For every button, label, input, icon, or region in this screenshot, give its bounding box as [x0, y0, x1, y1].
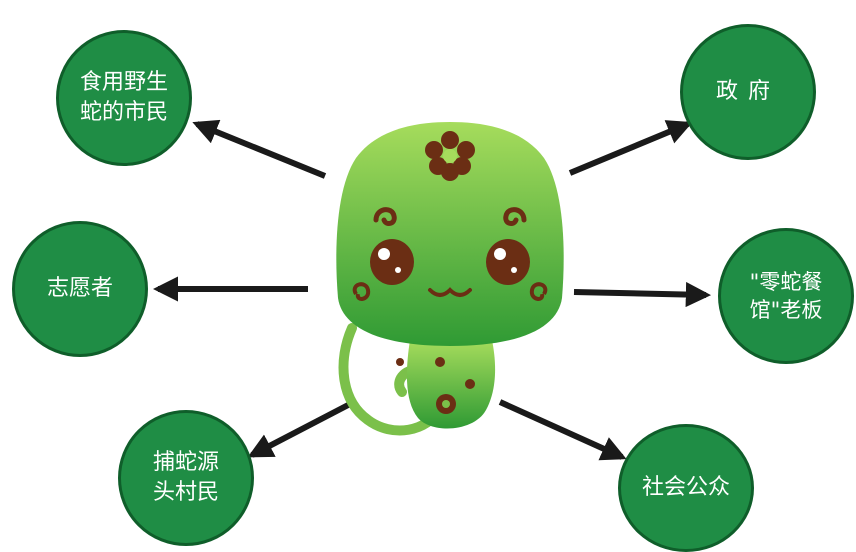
left-cheek-swirl: [352, 282, 371, 301]
node-zhiyuan: 志愿者: [12, 221, 148, 357]
node-laoban: "零蛇餐 馆"老板: [718, 228, 854, 364]
right-brow-swirl: [503, 207, 527, 226]
node-zhengfu: 政府: [680, 24, 816, 160]
flower-icon: [425, 131, 475, 181]
arrow-to-bushe: [247, 400, 354, 458]
node-shiyong: 食用野生 蛇的市民: [56, 30, 192, 166]
node-laoban-label: "零蛇餐 馆"老板: [749, 269, 823, 322]
snake-body: [406, 340, 496, 429]
snake-head: [336, 122, 564, 346]
arrow-to-zhengfu: [568, 120, 693, 176]
node-gongzhong-label: 社会公众: [641, 475, 730, 501]
right-cheek-swirl: [529, 282, 548, 301]
node-shiyong-label: 食用野生 蛇的市民: [79, 70, 168, 125]
body-spots: [396, 357, 475, 414]
arrow-to-laoban: [573, 281, 712, 308]
arrow-to-gongzhong: [498, 399, 627, 461]
node-bushe-label: 捕蛇源 头村民: [152, 450, 219, 505]
left-brow-swirl: [373, 207, 397, 226]
left-eye: [370, 239, 414, 285]
node-bushe: 捕蛇源 头村民: [118, 410, 254, 546]
node-gongzhong: 社会公众: [618, 424, 754, 552]
snake-mascot: [336, 122, 564, 436]
arrow-to-shiyong: [192, 119, 327, 179]
node-zhiyuan-label: 志愿者: [46, 276, 113, 302]
snake-mouth: [428, 287, 472, 297]
right-eye: [486, 239, 530, 285]
node-zhengfu-label: 政府: [715, 79, 780, 105]
